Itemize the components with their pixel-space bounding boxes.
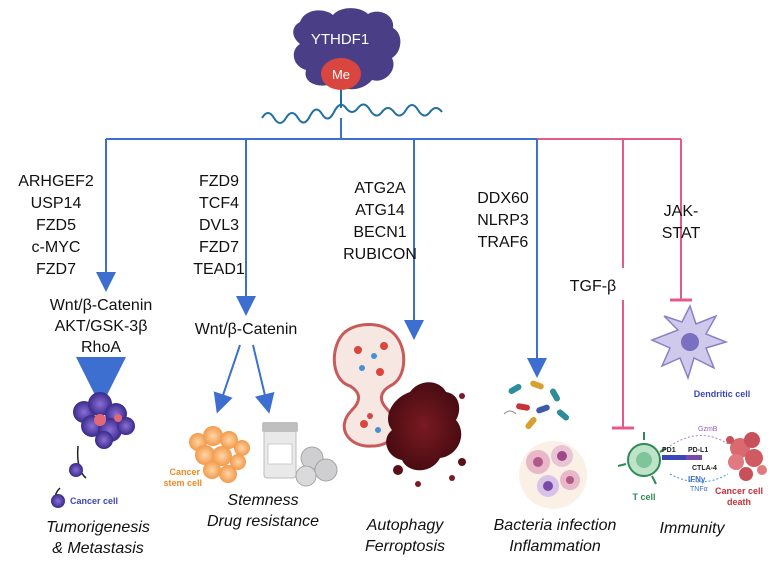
gene-label: TEAD1 (193, 261, 245, 278)
gene-label: FZD7 (36, 261, 76, 278)
pathway-label: Wnt/β-Catenin (195, 321, 298, 338)
cancer-cell-label: Cancer cell (70, 496, 118, 506)
ctla4-label: CTLA-4 (692, 465, 717, 472)
tumor-cluster-illustration (54, 392, 135, 503)
branch-stemness: FZD9 TCF4 DVL3 FZD7 TEAD1 Wnt/β-Catenin … (163, 173, 338, 530)
outcome-label: Drug resistance (207, 513, 319, 530)
gene-label: FZD5 (36, 217, 76, 234)
gene-label: NLRP3 (477, 212, 529, 229)
pathway-label: RhoA (81, 339, 121, 356)
dendritic-cell-illustration (650, 304, 729, 381)
tcell-illustration (617, 432, 667, 485)
gene-label: c-MYC (32, 239, 81, 256)
gene-label: DVL3 (199, 217, 239, 234)
outcome-label: & Metastasis (52, 540, 144, 557)
tcell-label: T cell (632, 492, 655, 502)
dying-cancer-cell-illustration (726, 432, 767, 481)
pathway-label: AKT/GSK-3β (55, 318, 148, 335)
gene-label: USP14 (31, 195, 82, 212)
outcome-label: Ferroptosis (365, 538, 445, 555)
cancer-stem-cell-cluster (189, 426, 250, 483)
cancer-cell-icon (51, 494, 65, 508)
ifng-label: IFNγ (688, 475, 706, 484)
gene-label: TCF4 (199, 195, 239, 212)
gene-label: BECN1 (353, 224, 406, 241)
gene-label: ATG2A (354, 180, 406, 197)
inhibitor-label: JAK- (664, 203, 699, 220)
methyl-label: Me (332, 67, 350, 82)
outcome-label: Inflammation (509, 538, 601, 555)
tnfa-label: TNFα (690, 486, 708, 493)
branch-autophagy: ATG2A ATG14 BECN1 RUBICON Autophagy Ferr… (332, 180, 466, 555)
gene-label: DDX60 (477, 190, 529, 207)
outcome-label: Autophagy (366, 517, 445, 534)
drug-bottle-pills-illustration (262, 422, 338, 487)
branch-2-split-right (252, 344, 275, 414)
protein-name: YTHDF1 (311, 31, 369, 48)
gene-label: ARHGEF2 (18, 173, 94, 190)
gene-label: TRAF6 (478, 234, 529, 251)
connector-lines (76, 118, 692, 430)
synapse-illustration (662, 435, 729, 483)
cancer-cell-death-label: death (727, 497, 751, 507)
outcome-label: Stemness (227, 492, 298, 509)
branch-2-split-left (213, 344, 241, 414)
inhibitor-label: TGF-β (570, 278, 617, 295)
branch-infection: DDX60 NLRP3 TRAF6 Bacteria infection Inf… (477, 190, 616, 555)
cancer-stem-cell-label: stem cell (163, 478, 202, 488)
immune-cells-illustration (519, 441, 587, 509)
cancer-stem-cell-label: Cancer (169, 467, 200, 477)
pd1-label: PD1 (662, 447, 676, 454)
gene-label: FZD7 (199, 239, 239, 256)
outcome-label: Tumorigenesis (46, 519, 150, 536)
outcome-label: Immunity (660, 520, 726, 537)
gene-label: ATG14 (355, 202, 405, 219)
ferroptotic-cell-illustration (386, 382, 466, 487)
gene-label: RUBICON (343, 246, 417, 263)
gzmb-label: GzmB (698, 426, 718, 433)
dendritic-cell-label: Dendritic cell (694, 389, 751, 399)
outcome-label: Bacteria infection (494, 517, 617, 534)
rna-strand (261, 103, 443, 124)
branch-tumorigenesis: ARHGEF2 USP14 FZD5 c-MYC FZD7 Wnt/β-Cate… (18, 173, 152, 557)
inhibitor-label: STAT (662, 225, 701, 242)
cancer-cell-death-label: Cancer cell (715, 486, 763, 496)
ythdf1-protein: YTHDF1 Me (261, 8, 443, 124)
branch-immunity: TGF-β JAK- STAT Dendritic cell T cell PD… (562, 203, 767, 537)
pdl1-label: PD-L1 (688, 447, 708, 454)
bacteria-illustration (503, 380, 570, 430)
protein-blob (293, 8, 401, 90)
tgfb-label-bg (562, 274, 624, 296)
pathway-label: Wnt/β-Catenin (50, 297, 153, 314)
methyl-mark (321, 58, 361, 90)
gene-label: FZD9 (199, 173, 239, 190)
